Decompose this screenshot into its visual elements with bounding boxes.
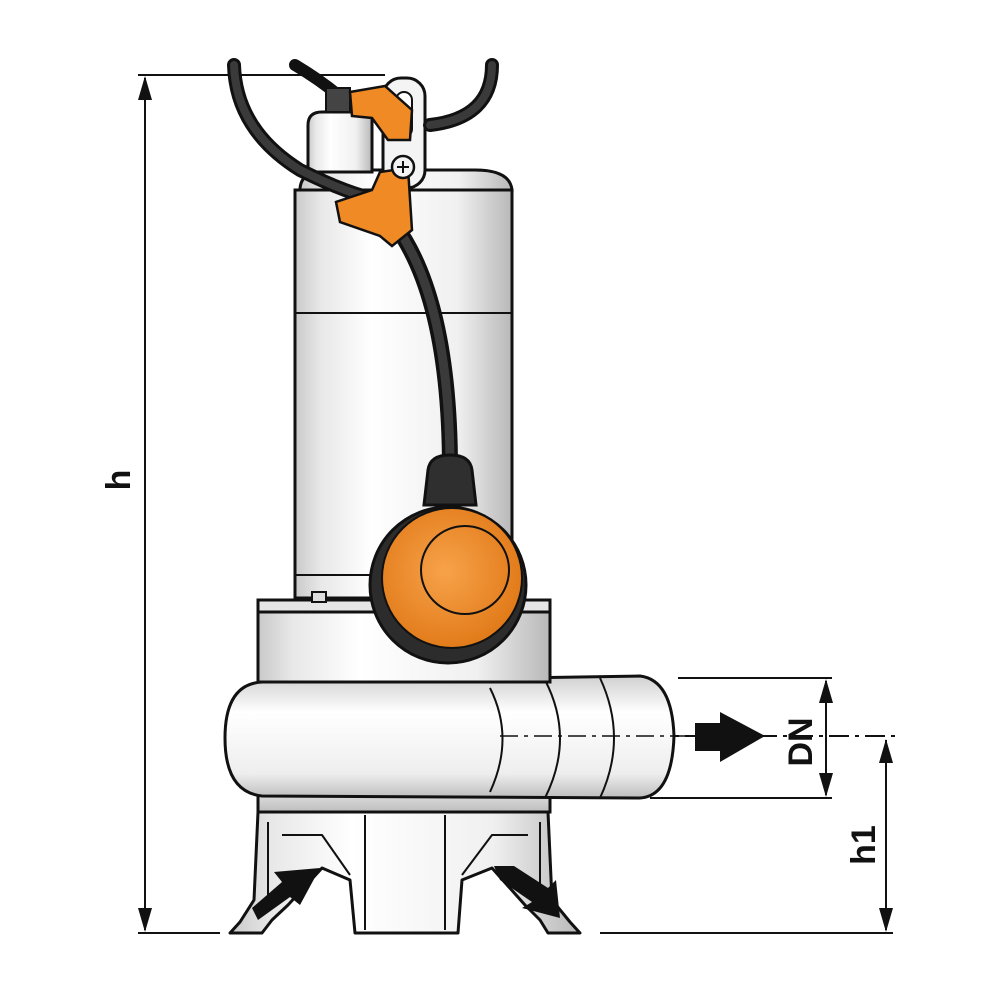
screw-cross-icon	[397, 161, 409, 173]
h1-label: h1	[845, 825, 883, 865]
float-body	[381, 507, 523, 649]
dn-arrow-bottom	[819, 773, 833, 797]
bolt-cap	[311, 591, 327, 603]
outlet-arrow	[695, 712, 765, 762]
base-housing	[228, 810, 582, 935]
cable-float-fill	[390, 220, 455, 475]
inlet-arrow-right	[494, 866, 560, 918]
inlet-arrow-left	[252, 868, 320, 920]
dn-arrow-top	[819, 679, 833, 703]
h-label: h	[100, 470, 138, 491]
pump-base-feet	[228, 810, 582, 935]
float-inner-ring	[420, 525, 510, 615]
base-inner-ribs	[267, 815, 541, 930]
dimension-arrowheads	[138, 76, 893, 932]
upper-clamp	[348, 84, 414, 142]
inlet-arrows	[252, 866, 560, 920]
discharge-flange-lines	[489, 677, 615, 799]
cable-gland	[325, 87, 351, 113]
h1-arrow-top	[879, 739, 893, 763]
dimension-lines	[138, 74, 900, 934]
pump-volute	[223, 674, 690, 814]
volute-horizontal-casing	[223, 674, 676, 800]
motor-top-dome	[306, 110, 374, 174]
dn-label: DN	[782, 717, 820, 766]
h-arrow-bottom	[138, 908, 152, 932]
cable-clamps	[334, 84, 416, 248]
float-switch	[368, 453, 528, 665]
h-arrow-top	[138, 76, 152, 100]
float-neck	[422, 453, 478, 507]
lower-clamp	[334, 166, 414, 248]
cable-right-loop-fill	[426, 61, 496, 129]
h1-arrow-bottom	[879, 908, 893, 932]
